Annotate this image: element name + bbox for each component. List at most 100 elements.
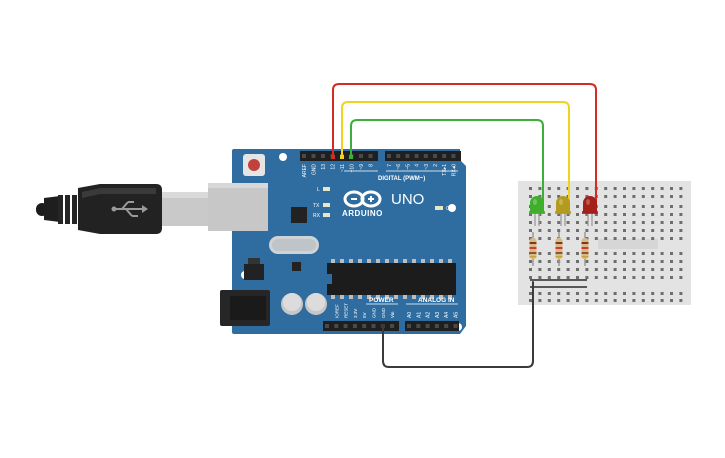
breadboard-hole[interactable]: [604, 187, 608, 190]
header-hole[interactable]: [444, 324, 449, 328]
breadboard-hole[interactable]: [547, 299, 551, 302]
breadboard-hole[interactable]: [660, 187, 664, 190]
breadboard-hole[interactable]: [557, 299, 561, 302]
breadboard-hole[interactable]: [604, 268, 608, 271]
breadboard-hole[interactable]: [670, 292, 673, 295]
breadboard-hole[interactable]: [613, 276, 617, 279]
breadboard-hole[interactable]: [613, 299, 617, 302]
breadboard-hole[interactable]: [651, 237, 655, 240]
breadboard-hole[interactable]: [679, 292, 683, 295]
header-hole[interactable]: [405, 154, 410, 158]
breadboard-hole[interactable]: [613, 213, 617, 216]
breadboard-hole[interactable]: [538, 260, 542, 263]
breadboard-hole[interactable]: [604, 292, 608, 295]
breadboard-hole[interactable]: [651, 252, 655, 255]
header-hole[interactable]: [423, 154, 428, 158]
breadboard-hole[interactable]: [660, 268, 664, 271]
breadboard-hole[interactable]: [538, 252, 542, 255]
breadboard-hole[interactable]: [613, 195, 617, 198]
header-hole[interactable]: [453, 324, 458, 328]
breadboard-hole[interactable]: [651, 221, 655, 224]
header-hole[interactable]: [442, 154, 447, 158]
breadboard-hole[interactable]: [576, 195, 579, 198]
header-hole[interactable]: [407, 324, 411, 328]
breadboard-hole[interactable]: [547, 292, 551, 295]
breadboard-hole[interactable]: [623, 187, 626, 190]
breadboard-hole[interactable]: [651, 187, 655, 190]
header-hole[interactable]: [334, 324, 339, 328]
breadboard-hole[interactable]: [585, 268, 589, 271]
breadboard-hole[interactable]: [576, 237, 579, 240]
breadboard-hole[interactable]: [576, 292, 579, 295]
breadboard-hole[interactable]: [632, 205, 636, 208]
breadboard-hole[interactable]: [547, 260, 551, 263]
header-hole[interactable]: [390, 324, 395, 328]
resistor-1[interactable]: [529, 232, 537, 266]
breadboard-hole[interactable]: [538, 187, 542, 190]
breadboard-hole[interactable]: [660, 276, 664, 279]
breadboard-hole[interactable]: [585, 229, 589, 232]
breadboard-hole[interactable]: [660, 260, 664, 263]
breadboard-hole[interactable]: [632, 237, 636, 240]
breadboard-hole[interactable]: [632, 276, 636, 279]
green-wire[interactable]: [350, 119, 544, 206]
breadboard-hole[interactable]: [613, 292, 617, 295]
breadboard-hole[interactable]: [670, 252, 673, 255]
breadboard-hole[interactable]: [557, 187, 561, 190]
breadboard-hole[interactable]: [538, 213, 542, 216]
breadboard-hole[interactable]: [557, 268, 561, 271]
analog-header[interactable]: [405, 321, 459, 331]
breadboard-hole[interactable]: [670, 268, 673, 271]
breadboard-hole[interactable]: [576, 260, 579, 263]
breadboard-hole[interactable]: [670, 205, 673, 208]
breadboard-hole[interactable]: [632, 213, 636, 216]
breadboard-hole[interactable]: [679, 221, 683, 224]
breadboard-hole[interactable]: [604, 252, 608, 255]
breadboard-hole[interactable]: [632, 195, 636, 198]
breadboard-hole[interactable]: [632, 299, 636, 302]
breadboard-hole[interactable]: [585, 221, 589, 224]
breadboard[interactable]: [518, 181, 691, 305]
breadboard-hole[interactable]: [604, 276, 608, 279]
breadboard-hole[interactable]: [557, 276, 561, 279]
breadboard-hole[interactable]: [660, 205, 664, 208]
breadboard-hole[interactable]: [566, 229, 570, 232]
breadboard-hole[interactable]: [660, 252, 664, 255]
breadboard-hole[interactable]: [660, 237, 664, 240]
breadboard-hole[interactable]: [585, 276, 589, 279]
breadboard-hole[interactable]: [538, 299, 542, 302]
breadboard-hole[interactable]: [632, 292, 636, 295]
breadboard-hole[interactable]: [529, 229, 532, 232]
breadboard-hole[interactable]: [641, 276, 645, 279]
breadboard-hole[interactable]: [623, 299, 626, 302]
breadboard-hole[interactable]: [529, 213, 532, 216]
resistor-3[interactable]: [581, 232, 589, 266]
breadboard-hole[interactable]: [604, 299, 608, 302]
reset-button[interactable]: [248, 159, 260, 171]
breadboard-hole[interactable]: [679, 268, 683, 271]
breadboard-hole[interactable]: [641, 229, 645, 232]
breadboard-hole[interactable]: [594, 237, 598, 240]
breadboard-hole[interactable]: [576, 221, 579, 224]
breadboard-hole[interactable]: [585, 299, 589, 302]
breadboard-hole[interactable]: [576, 187, 579, 190]
breadboard-hole[interactable]: [529, 237, 532, 240]
breadboard-hole[interactable]: [641, 205, 645, 208]
digital-header-left[interactable]: [300, 151, 378, 161]
resistor-2[interactable]: [555, 232, 563, 266]
breadboard-hole[interactable]: [641, 195, 645, 198]
breadboard-hole[interactable]: [613, 237, 617, 240]
header-hole[interactable]: [396, 154, 401, 158]
header-hole[interactable]: [368, 154, 373, 158]
breadboard-hole[interactable]: [660, 299, 664, 302]
header-hole[interactable]: [414, 154, 419, 158]
breadboard-hole[interactable]: [604, 205, 608, 208]
breadboard-hole[interactable]: [547, 276, 551, 279]
breadboard-hole[interactable]: [585, 195, 589, 198]
breadboard-hole[interactable]: [651, 213, 655, 216]
digital-header-right[interactable]: [385, 151, 461, 161]
breadboard-hole[interactable]: [641, 260, 645, 263]
breadboard-hole[interactable]: [566, 237, 570, 240]
breadboard-hole[interactable]: [566, 221, 570, 224]
breadboard-hole[interactable]: [679, 237, 683, 240]
